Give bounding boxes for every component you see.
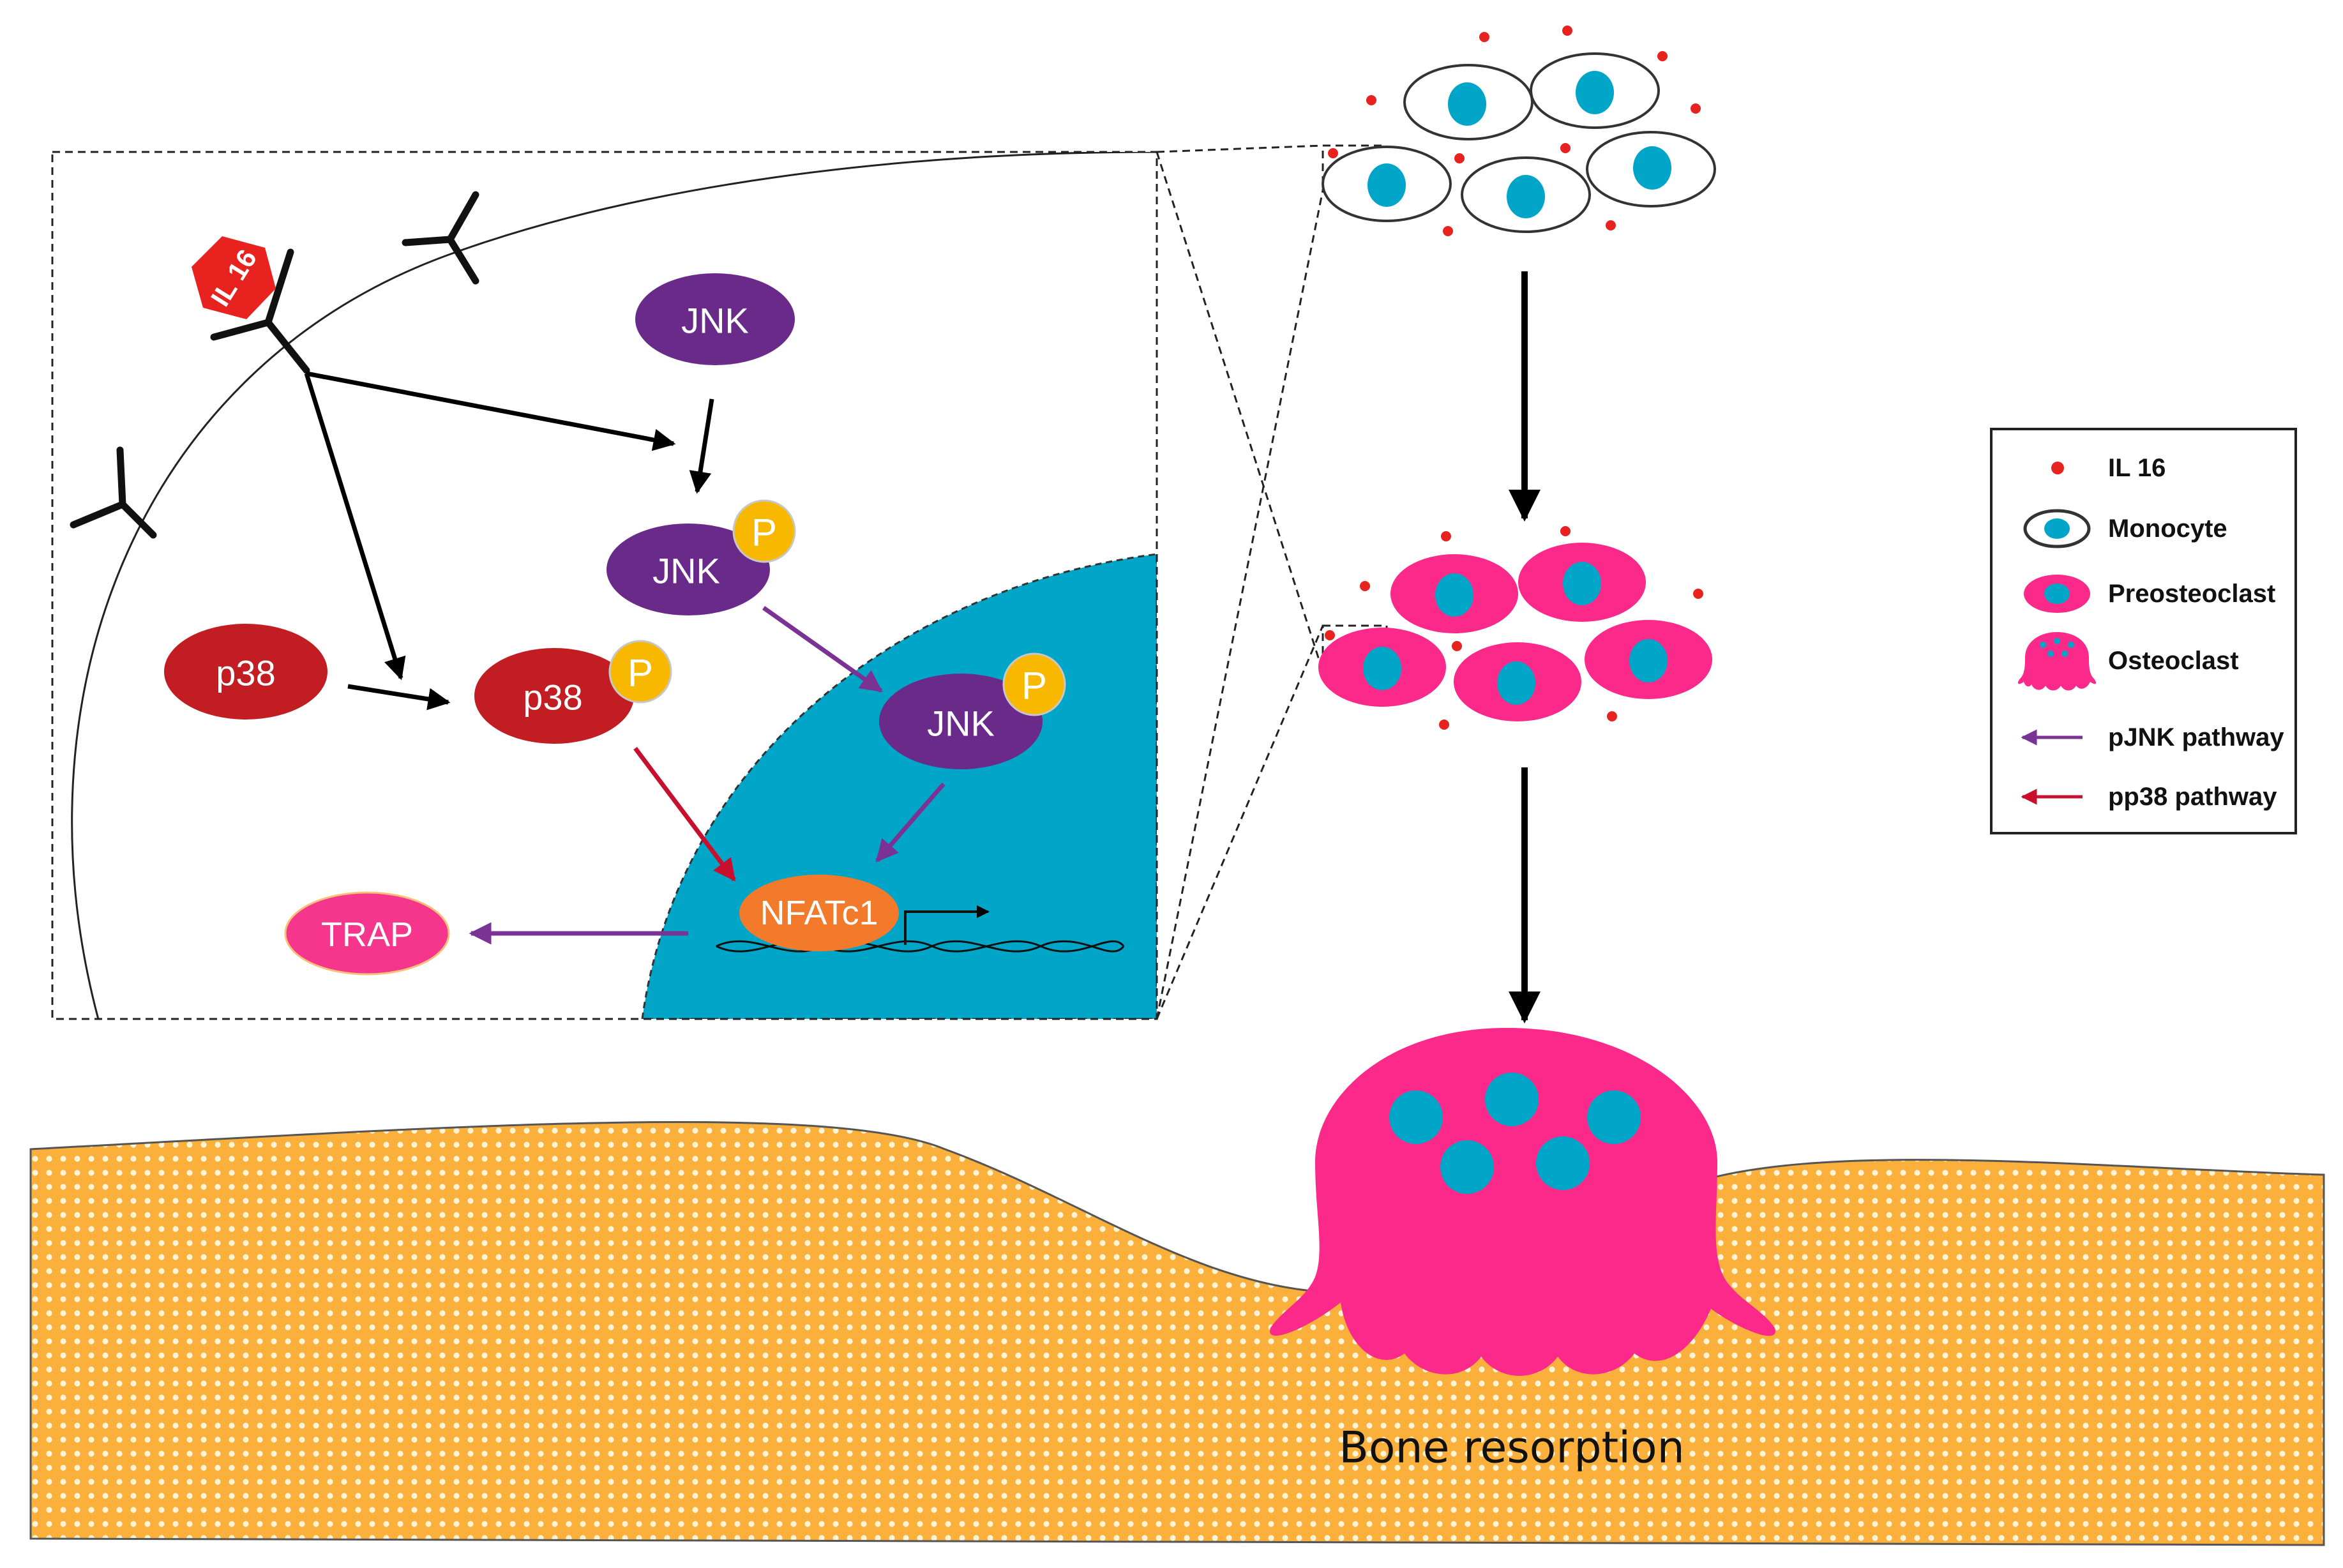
svg-text:JNK: JNK <box>927 704 995 744</box>
svg-text:TRAP: TRAP <box>321 916 413 954</box>
trap: TRAP <box>284 891 450 976</box>
svg-text:P: P <box>1021 665 1047 707</box>
jnk-inactive: JNK <box>635 273 795 365</box>
svg-text:p38: p38 <box>216 653 275 693</box>
svg-text:NFATc1: NFATc1 <box>760 894 878 932</box>
legend-preosteoclast-label: Preosteoclast <box>2108 580 2275 608</box>
receptor-il16 <box>210 248 310 374</box>
il16-ligand: IL 16 <box>192 236 276 319</box>
legend-osteoclast-label: Osteoclast <box>2108 647 2239 675</box>
inset-frame <box>51 151 1158 1020</box>
nfatc1: NFATc1 <box>739 875 899 951</box>
jnk-phospho: JNK P <box>606 499 796 615</box>
pjnk-arrows <box>469 606 945 945</box>
svg-text:JNK: JNK <box>652 551 720 591</box>
legend-monocyte-label: Monocyte <box>2108 515 2227 543</box>
jnk-nuclear: JNK P <box>879 652 1066 769</box>
receptor-left <box>70 446 157 539</box>
p38-inactive: p38 <box>164 624 328 720</box>
receptor-top <box>402 191 479 285</box>
monocyte-cluster <box>1322 26 1716 236</box>
legend-osteoclast-swatch <box>2017 632 2097 691</box>
legend-pjnk-label: pJNK pathway <box>2108 723 2284 751</box>
bone-surface <box>29 1120 2325 1546</box>
legend: IL 16 Monocyte Preosteoclast Osteoclast … <box>1990 428 2297 834</box>
svg-text:P: P <box>628 652 653 695</box>
signal-arrows <box>304 371 714 711</box>
svg-text:p38: p38 <box>523 677 582 718</box>
bone-resorption-caption: Bone resorption <box>1339 1423 1685 1474</box>
svg-text:P: P <box>751 511 777 554</box>
legend-il16-label: IL 16 <box>2108 454 2166 482</box>
legend-pp38-label: pp38 pathway <box>2108 783 2277 811</box>
legend-il16-swatch <box>2051 462 2064 474</box>
osteoclast-main <box>1270 1028 1775 1376</box>
zoom-lines <box>1156 144 1388 1020</box>
cell-membrane <box>71 152 1157 1019</box>
pp38-arrow <box>633 746 736 882</box>
p38-phospho: p38 P <box>474 640 672 744</box>
svg-text:JNK: JNK <box>681 301 749 341</box>
preosteoclast-cluster <box>1318 526 1712 730</box>
